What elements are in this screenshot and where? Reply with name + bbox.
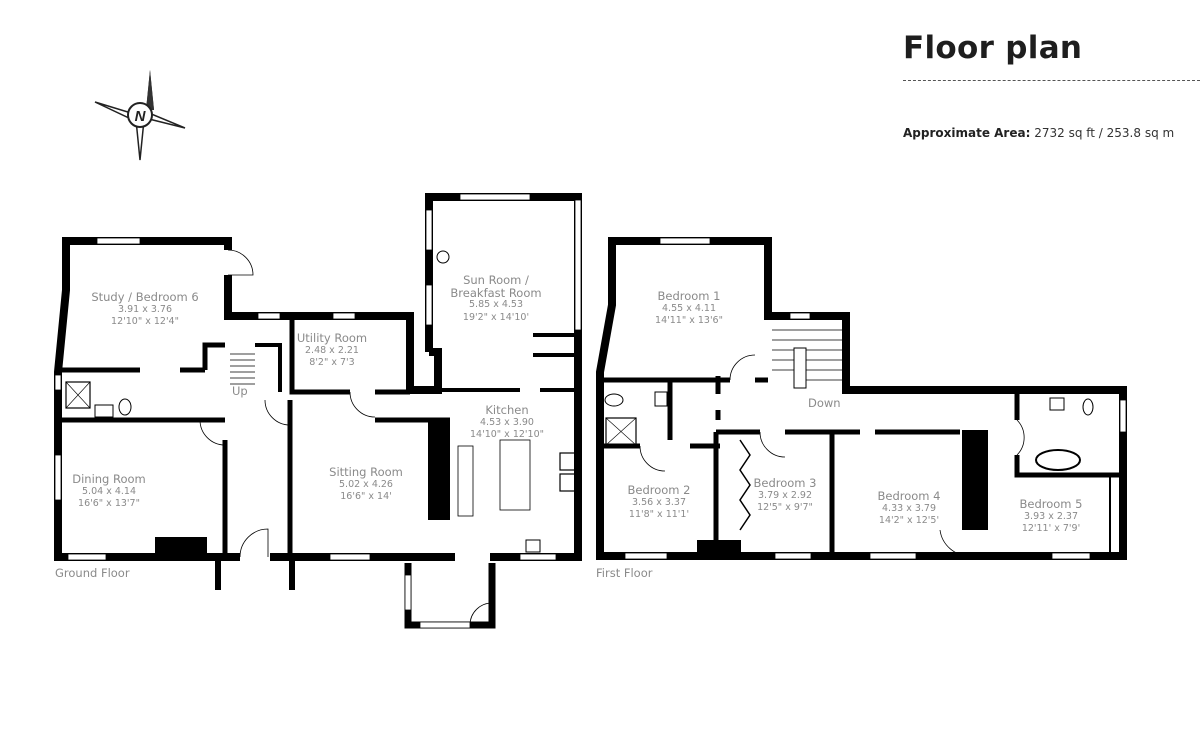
approximate-area: Approximate Area: 2732 sq ft / 253.8 sq … [903, 126, 1174, 140]
area-label: Approximate Area: [903, 126, 1031, 140]
first-floor-label: First Floor [596, 566, 653, 580]
stairs-down-label: Down [808, 396, 841, 410]
ground-floor-label: Ground Floor [55, 566, 130, 580]
first-floor-plan [596, 237, 1127, 560]
ground-floor-plan [54, 193, 582, 629]
title-divider [903, 80, 1200, 81]
area-value: 2732 sq ft / 253.8 sq m [1034, 126, 1175, 140]
compass-north-icon: N [94, 70, 186, 161]
windows [54, 193, 1127, 629]
page-title: Floor plan [903, 30, 1083, 66]
compass-label: N [135, 108, 147, 125]
stairs-up-label: Up [232, 384, 248, 398]
